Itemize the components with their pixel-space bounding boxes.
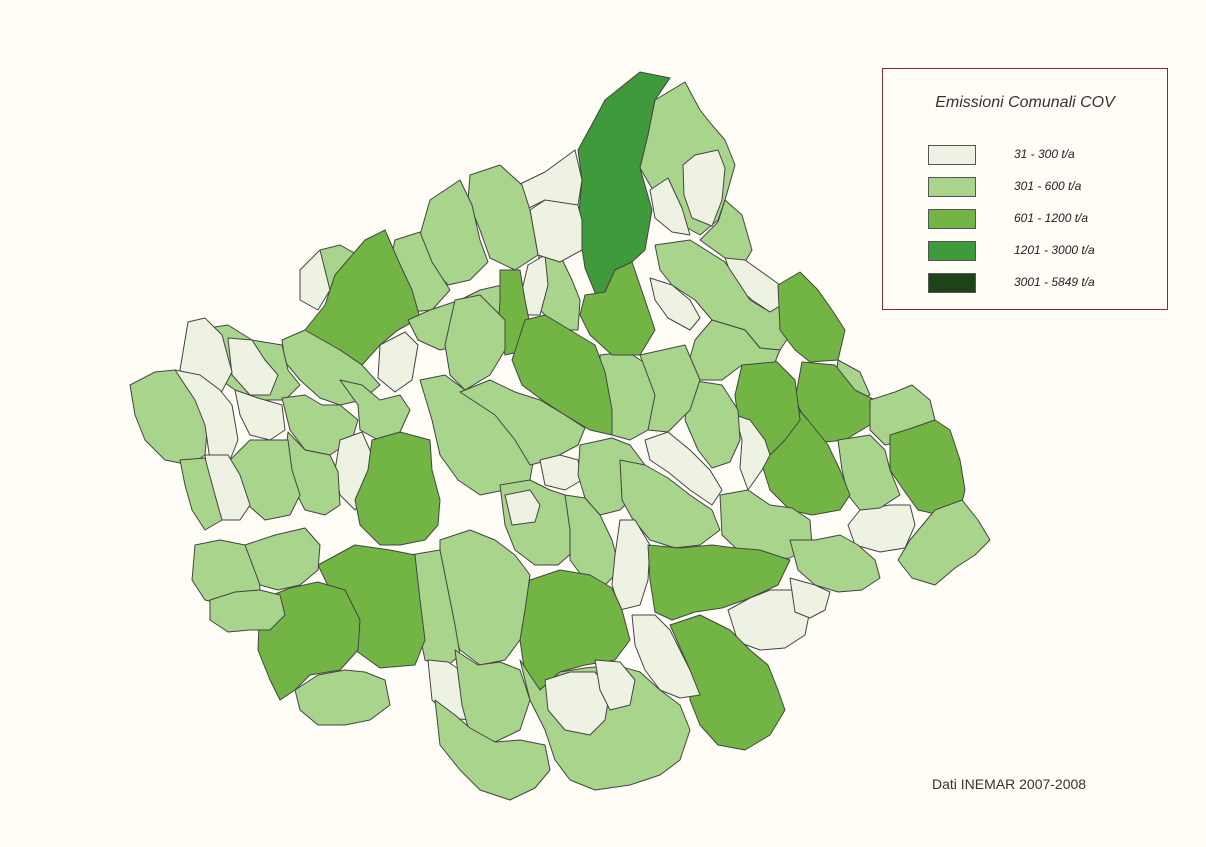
legend-label-class-5: 3001 - 5849 t/a [1014, 275, 1095, 289]
legend-item-class-1: 31 - 300 t/a [928, 145, 1158, 167]
municipality-area [889, 419, 966, 516]
municipality-area [631, 614, 701, 699]
municipality-area [294, 669, 391, 726]
municipality-area [669, 614, 786, 751]
municipality-area [434, 699, 551, 801]
municipality-area [647, 544, 791, 621]
legend-swatch-class-1 [928, 145, 976, 165]
legend-label-class-1: 31 - 300 t/a [1014, 147, 1075, 161]
municipality-area [179, 457, 223, 531]
legend-swatch-class-5 [928, 273, 976, 293]
municipality-area [682, 149, 726, 227]
municipality-area [544, 671, 611, 736]
legend-box: Emissioni Comunali COV 31 - 300 t/a 301 … [882, 68, 1168, 310]
municipality-area [727, 589, 811, 651]
legend-item-class-3: 601 - 1200 t/a [928, 209, 1158, 231]
municipality-area [611, 519, 651, 611]
legend-swatch-class-2 [928, 177, 976, 197]
municipality-area [684, 379, 741, 469]
municipality-area [339, 379, 411, 441]
legend-swatch-class-4 [928, 241, 976, 261]
municipality-area [444, 294, 506, 391]
municipality-area [209, 589, 286, 633]
municipality-area [579, 261, 656, 356]
municipality-area [459, 379, 586, 466]
municipality-area [777, 271, 846, 363]
municipality-area [244, 527, 321, 591]
municipality-area [234, 389, 286, 441]
municipality-area [511, 314, 613, 436]
municipality-area [639, 344, 701, 433]
municipality-area [594, 659, 636, 711]
municipality-area [299, 249, 331, 311]
municipality-area [734, 414, 771, 491]
municipality-area [789, 577, 831, 619]
municipality-area [281, 394, 359, 456]
municipality-area [174, 369, 239, 461]
municipality-area [644, 431, 723, 506]
municipality-area [619, 459, 721, 549]
legend-label-class-2: 301 - 600 t/a [1014, 179, 1082, 193]
municipality-area [897, 499, 991, 586]
legend-item-class-5: 3001 - 5849 t/a [928, 273, 1158, 295]
municipality-area [789, 534, 881, 593]
municipality-area [504, 489, 541, 526]
municipality-area [539, 454, 583, 491]
legend-item-class-2: 301 - 600 t/a [928, 177, 1158, 199]
municipality-area [649, 177, 691, 236]
municipality-area [649, 277, 701, 331]
legend-swatch-class-3 [928, 209, 976, 229]
legend-item-class-4: 1201 - 3000 t/a [928, 241, 1158, 263]
municipality-area [847, 504, 916, 553]
municipality-area [354, 431, 441, 546]
legend-label-class-4: 1201 - 3000 t/a [1014, 243, 1095, 257]
municipality-area [454, 649, 531, 743]
data-source-label: Dati INEMAR 2007-2008 [932, 776, 1087, 792]
legend-label-class-3: 601 - 1200 t/a [1014, 211, 1089, 225]
legend-title: Emissioni Comunali COV [935, 94, 1115, 111]
municipality-area [377, 331, 419, 393]
municipality-area [227, 337, 279, 396]
